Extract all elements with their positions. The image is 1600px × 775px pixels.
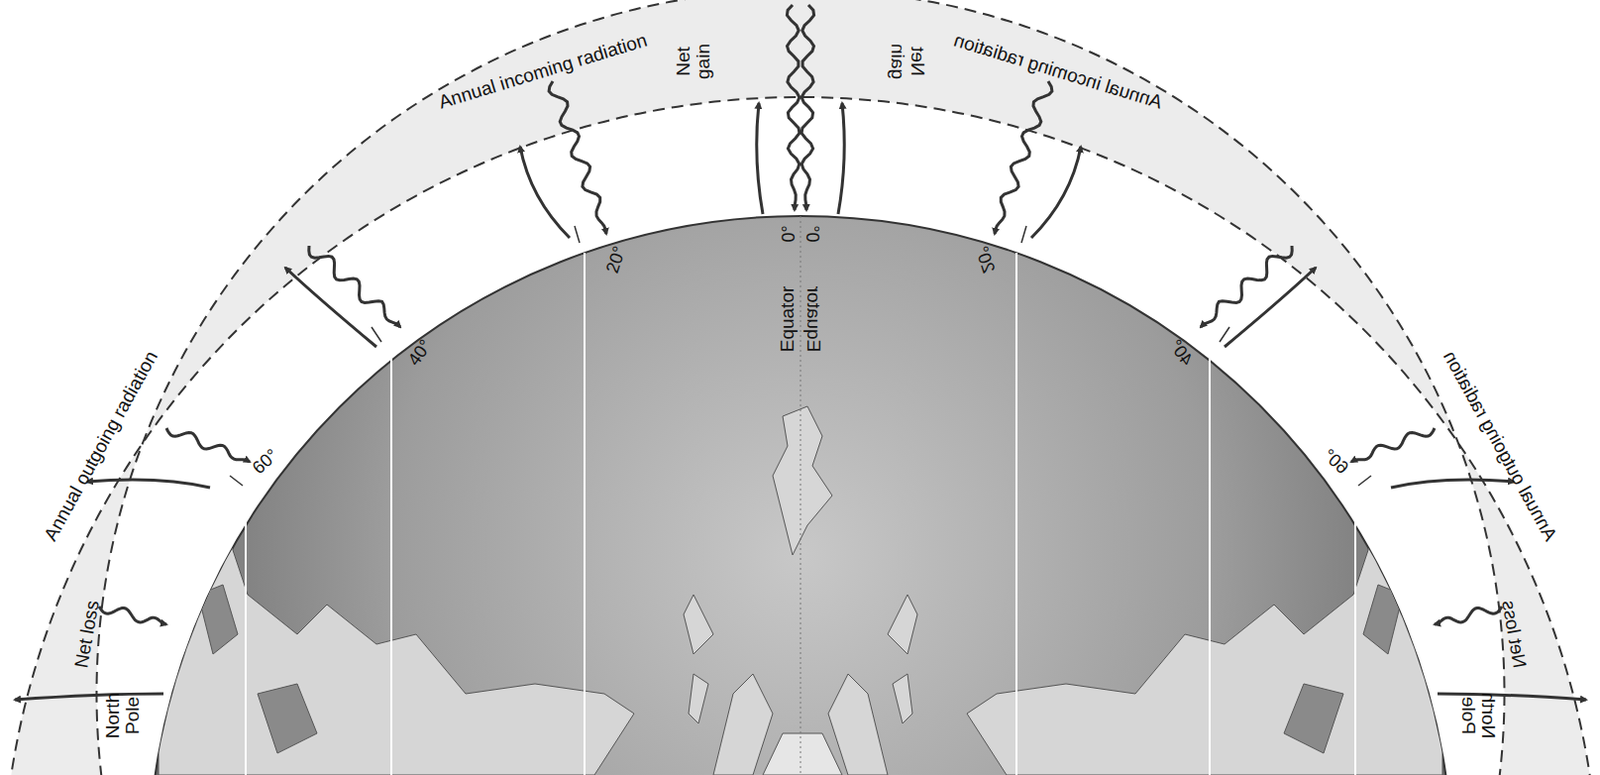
- equator-label: Equator: [777, 286, 798, 353]
- radiation-arrow: [756, 103, 763, 214]
- radiation-arrow: [520, 146, 570, 238]
- earth: [148, 215, 1453, 775]
- equator-line: [800, 215, 802, 775]
- radiation-arrow: [87, 479, 211, 488]
- net-gain-label: Net gain: [673, 31, 714, 93]
- latitude-label: 60°: [249, 445, 283, 478]
- latitude-label: 0°: [803, 224, 823, 242]
- latitude-label: 60°: [1319, 445, 1353, 478]
- pole-label: North Pole: [1458, 685, 1498, 747]
- radiation-arrow: [309, 245, 401, 327]
- equator-label: Equator: [803, 286, 824, 353]
- radiation-arrow: [548, 81, 607, 234]
- pole-label: North Pole: [103, 685, 143, 747]
- continents: [158, 406, 1443, 775]
- radiation-arrow: [166, 427, 250, 462]
- radiation-arrow: [99, 606, 167, 625]
- latitude-label: 0°: [779, 224, 799, 242]
- net-gain-label: Net gain: [887, 31, 928, 93]
- outgoing-boundary: [1, 97, 1600, 775]
- radiation-arrow: [285, 267, 377, 347]
- radiation-arrow: [786, 4, 800, 211]
